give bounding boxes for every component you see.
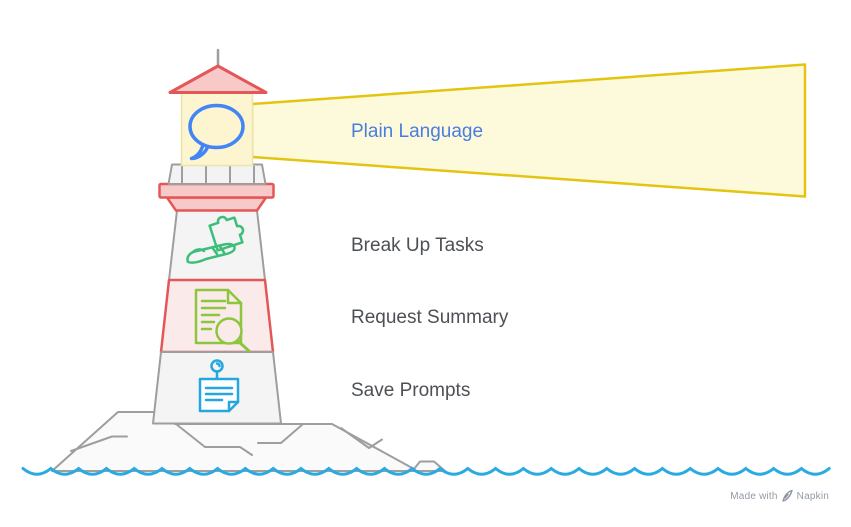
gallery-railing [167,163,267,185]
napkin-watermark: Made with Napkin [730,490,829,502]
label-plain-language: Plain Language [351,121,484,142]
waves [21,466,831,476]
label-save-prompts: Save Prompts [351,380,471,401]
label-break-up-tasks: Break Up Tasks [351,235,484,256]
label-request-summary: Request Summary [351,307,509,328]
lighthouse-roof [168,64,268,94]
watermark-prefix: Made with [730,490,778,502]
gallery-skirt [165,196,268,212]
document-search-icon [194,288,251,353]
pinned-note-icon [198,359,240,413]
puzzle-hand-icon [186,215,245,264]
watermark-brand: Napkin [796,490,829,502]
rocks [51,411,446,472]
light-beam [250,63,807,198]
speech-bubble-icon [188,103,245,161]
napkin-pen-icon [781,490,793,502]
gallery-deck [158,182,275,199]
